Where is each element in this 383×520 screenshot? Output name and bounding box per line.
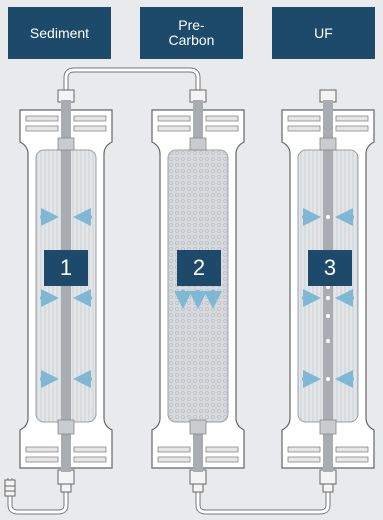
stage-number-1: 1 [44, 250, 88, 286]
filter-housing-2 [152, 90, 244, 492]
stage-number-2: 2 [177, 250, 221, 286]
stage-number-3: 3 [308, 250, 352, 286]
filter-housing-3 [282, 90, 374, 492]
bottom-connector-hoses [5, 478, 328, 512]
filter-housing-1 [20, 90, 112, 492]
top-connector-hose [66, 70, 198, 92]
